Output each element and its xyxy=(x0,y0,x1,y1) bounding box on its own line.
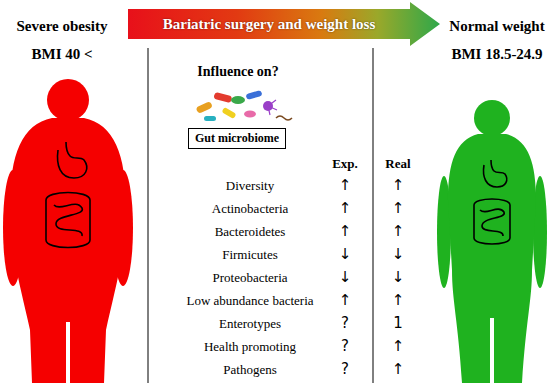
value-symbol: ↑ xyxy=(392,292,405,309)
value-symbol: ↑ xyxy=(392,177,405,194)
microbes-icon xyxy=(195,90,292,121)
value-symbol: ↑ xyxy=(339,292,352,309)
value-symbol: ↓ xyxy=(339,269,352,286)
row-label: Low abundance bacteria xyxy=(186,294,313,309)
divider-line xyxy=(373,48,374,383)
value-symbol: ? xyxy=(341,338,349,355)
value-symbol: ↑ xyxy=(339,223,352,240)
row-label: Health promoting xyxy=(204,340,296,355)
obese-silhouette xyxy=(3,79,133,383)
value-symbol: ↓ xyxy=(339,246,352,263)
section-label: Influence on? xyxy=(197,64,278,80)
row-label: Pathogens xyxy=(223,363,276,378)
divider-line xyxy=(148,48,149,383)
value-symbol: ↑ xyxy=(392,361,405,378)
value-symbol: ↑ xyxy=(339,200,352,217)
normal-silhouette xyxy=(437,100,547,383)
label-box: Gut microbiome xyxy=(188,128,286,149)
organ-outline xyxy=(474,160,510,244)
column-header: Exp. xyxy=(332,157,358,172)
box-text: Gut microbiome xyxy=(195,131,279,146)
value-symbol: ↓ xyxy=(392,269,405,286)
row-label: Firmicutes xyxy=(222,248,278,263)
row-label: Proteobacteria xyxy=(212,271,287,286)
heading-label: Normal weight xyxy=(449,18,544,35)
value-symbol: ↓ xyxy=(392,246,405,263)
banner-arrow: Bariatric surgery and weight loss xyxy=(128,2,440,46)
heading-label: BMI 18.5-24.9 xyxy=(451,46,542,63)
column-header: Real xyxy=(385,157,410,172)
arrow-shape xyxy=(128,2,440,46)
value-symbol: 1 xyxy=(393,315,403,332)
value-symbol: ? xyxy=(341,361,349,378)
banner-text: Bariatric surgery and weight loss xyxy=(163,16,375,33)
row-label: Actinobacteria xyxy=(212,202,289,217)
heading-label: BMI 40 < xyxy=(31,46,92,63)
organ-outline xyxy=(46,142,90,248)
value-symbol: ↑ xyxy=(339,177,352,194)
row-label: Diversity xyxy=(226,179,274,194)
row-label: Bacteroidetes xyxy=(215,225,286,240)
value-symbol: ↑ xyxy=(392,200,405,217)
row-label: Enterotypes xyxy=(219,317,281,332)
value-symbol: ↑ xyxy=(392,223,405,240)
value-symbol: ↑ xyxy=(392,338,405,355)
value-symbol: ? xyxy=(341,315,349,332)
heading-label: Severe obesity xyxy=(17,18,108,35)
